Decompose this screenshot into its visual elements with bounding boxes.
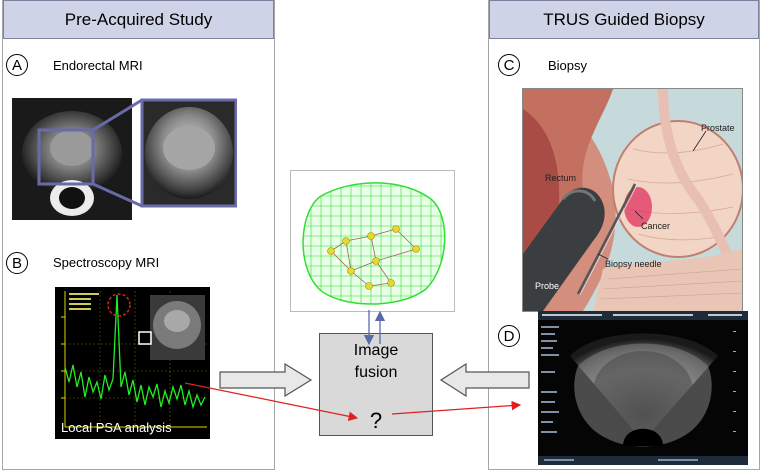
label-b: B bbox=[6, 252, 28, 274]
pre-acquired-study-panel: Pre-Acquired Study bbox=[2, 0, 275, 470]
left-block-arrow bbox=[219, 363, 313, 397]
cancer-text: Cancer bbox=[641, 221, 670, 231]
fusion-question-mark: ? bbox=[369, 408, 383, 433]
image-fusion-box: Image fusion ? bbox=[319, 333, 433, 436]
biopsy-label: Biopsy bbox=[548, 58, 588, 73]
rectum-text: Rectum bbox=[545, 173, 576, 183]
red-arrow-spectroscopy-to-fusion bbox=[184, 382, 359, 422]
prostate-mesh-image bbox=[290, 170, 455, 312]
image-fusion-label: Image fusion bbox=[353, 342, 399, 381]
spectroscopy-mri-label: Spectroscopy MRI bbox=[53, 255, 160, 270]
spectroscopy-plot: Local PSA analysis bbox=[55, 287, 210, 439]
biopsy-needle-text: Biopsy needle bbox=[605, 259, 662, 269]
red-arrow-fusion-to-ultrasound bbox=[391, 400, 522, 415]
endorectal-mri-label: Endorectal MRI bbox=[53, 58, 143, 73]
prostate-text: Prostate bbox=[701, 123, 735, 133]
endorectal-mri-images bbox=[12, 98, 237, 220]
label-a: A bbox=[6, 54, 28, 76]
label-c: C bbox=[498, 54, 520, 76]
probe-text: Probe bbox=[535, 281, 559, 291]
label-d: D bbox=[498, 325, 520, 347]
right-block-arrow bbox=[440, 363, 530, 397]
panel-title-left: Pre-Acquired Study bbox=[64, 9, 213, 29]
trus-guided-biopsy-panel: TRUS Guided Biopsy bbox=[488, 0, 760, 470]
local-psa-analysis-label: Local PSA analysis bbox=[61, 420, 172, 435]
biopsy-illustration: Prostate Rectum Cancer Probe Biopsy need… bbox=[522, 88, 743, 312]
pre-acquired-study-header: Pre-Acquired Study bbox=[3, 0, 274, 39]
panel-title-right: TRUS Guided Biopsy bbox=[543, 9, 705, 29]
zoom-region-box bbox=[37, 128, 95, 186]
ultrasound-image bbox=[538, 311, 748, 465]
trus-guided-biopsy-header: TRUS Guided Biopsy bbox=[489, 0, 759, 39]
